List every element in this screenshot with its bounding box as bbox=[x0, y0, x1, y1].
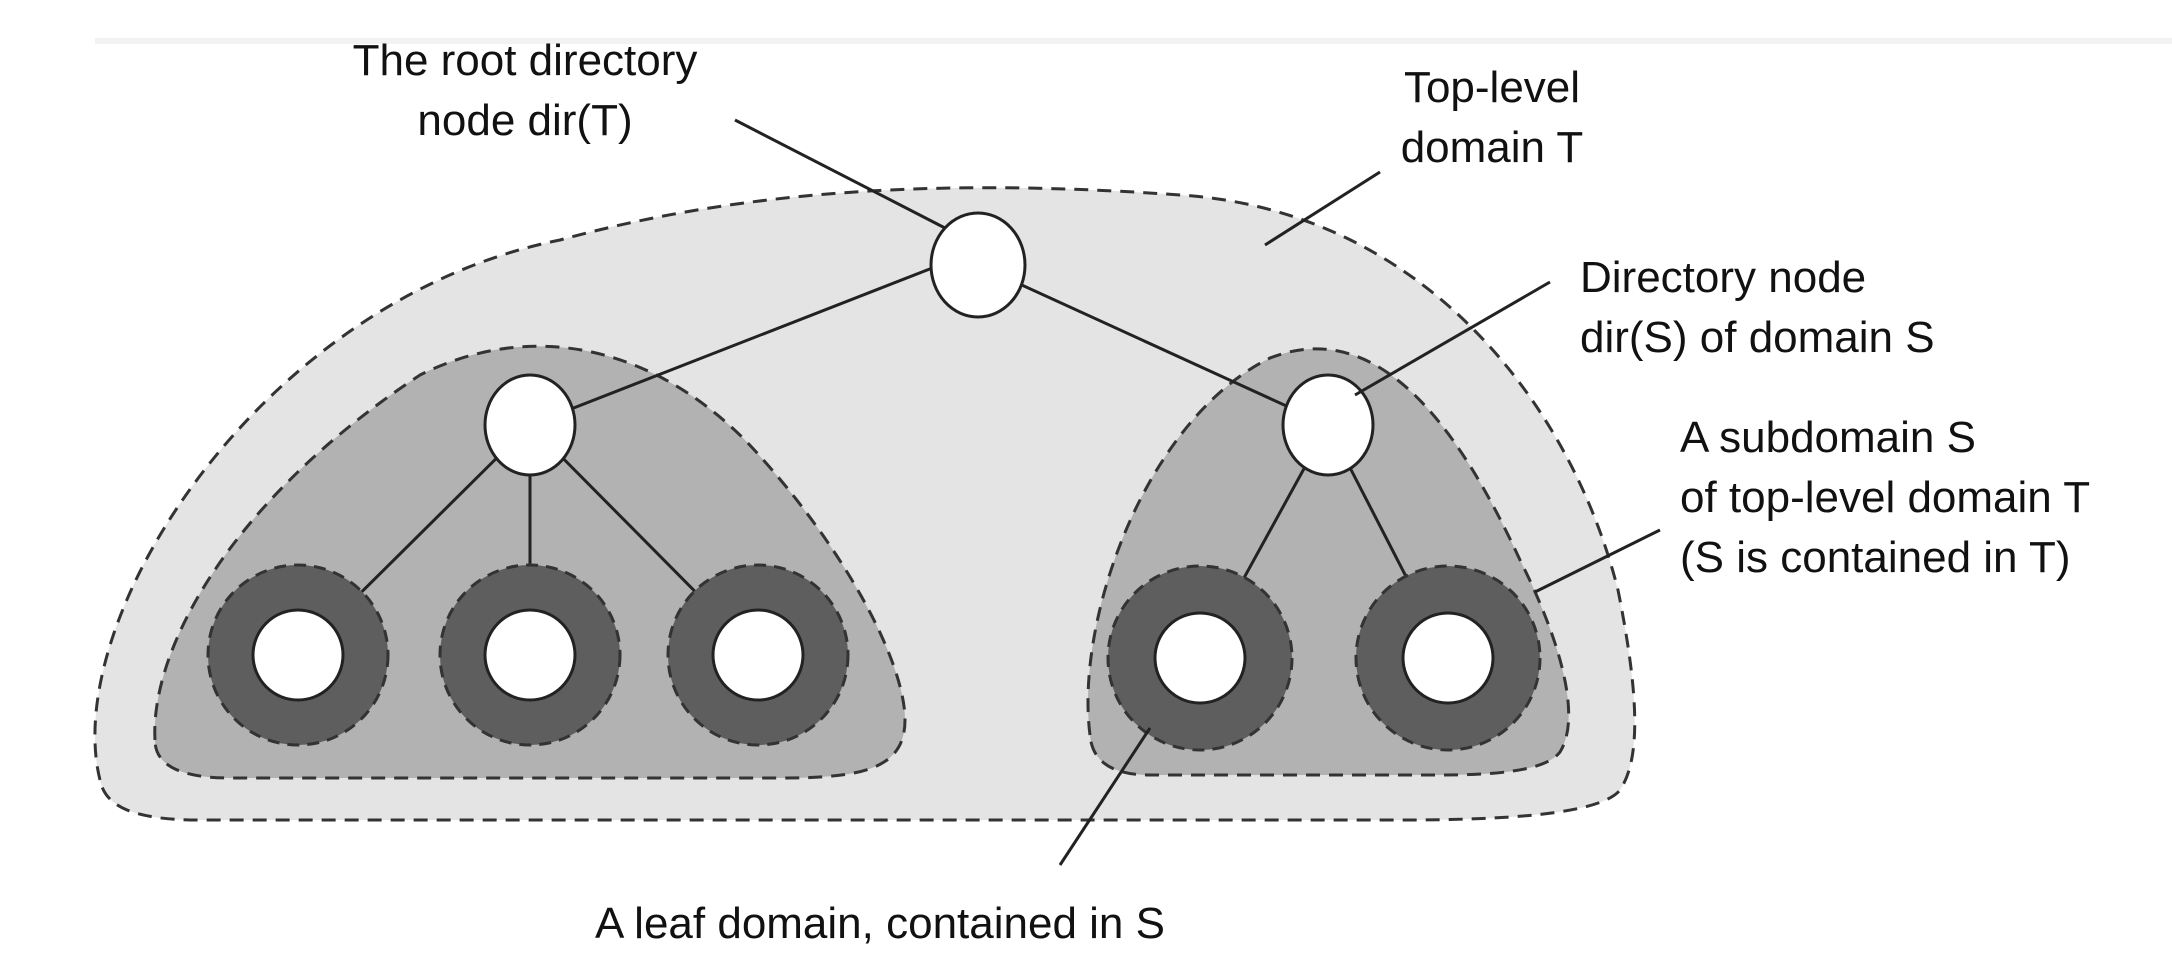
leaf-domain-4 bbox=[1106, 564, 1294, 752]
left-directory-node bbox=[483, 373, 577, 477]
callout-root-line bbox=[734, 118, 946, 230]
edge-root-to-left bbox=[529, 263, 941, 427]
leaf-domain-5 bbox=[1354, 564, 1542, 752]
callout-leaf-line bbox=[1058, 727, 1152, 866]
leaf-domain-2 bbox=[438, 563, 622, 747]
top-level-label-line1: Top-level bbox=[1404, 63, 1580, 112]
directory-node-label-line2: dir(S) of domain S bbox=[1580, 313, 1935, 362]
top-level-label-line2: domain T bbox=[1401, 123, 1584, 172]
subdomain-label-line3: (S is contained in T) bbox=[1680, 533, 2070, 582]
root-directory-node bbox=[929, 211, 1027, 319]
callout-directory-node-line bbox=[1354, 280, 1551, 397]
leaf-node-5 bbox=[1401, 611, 1495, 705]
background-band bbox=[95, 38, 2172, 44]
callout-subdomain-line bbox=[1534, 528, 1661, 594]
edge-root-to-right bbox=[977, 263, 1329, 427]
callout-top-level-line bbox=[1264, 170, 1381, 247]
leaf-node-1 bbox=[251, 608, 345, 702]
subdomain-label-line1: A subdomain S bbox=[1680, 413, 1976, 462]
leaf-node-2 bbox=[483, 608, 577, 702]
root-label-line2: node dir(T) bbox=[417, 96, 632, 145]
directory-node-label-line1: Directory node bbox=[1580, 253, 1866, 302]
leaf-domain-1 bbox=[206, 563, 390, 747]
directory-node-s bbox=[1281, 373, 1375, 477]
subdomain-label-line2: of top-level domain T bbox=[1680, 473, 2090, 522]
leaf-node-3 bbox=[711, 608, 805, 702]
leaf-node-4 bbox=[1153, 611, 1247, 705]
leaf-domain-3 bbox=[666, 563, 850, 747]
root-label-line1: The root directory bbox=[353, 36, 698, 85]
leaf-label-line1: A leaf domain, contained in S bbox=[595, 899, 1165, 948]
